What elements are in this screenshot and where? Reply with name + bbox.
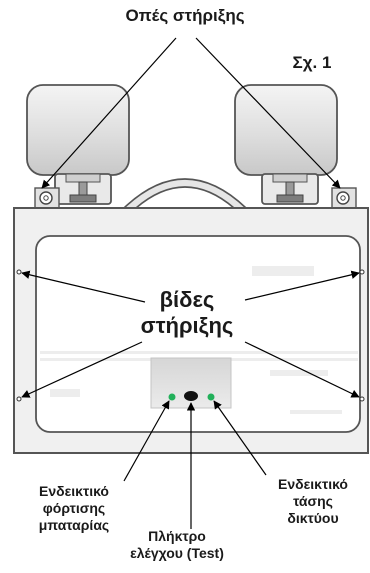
screw-point-top-left [16, 269, 22, 275]
leader-mains-led [213, 400, 267, 476]
mounting-screws-label: βίδες στήριξης [140, 287, 234, 338]
leader-screw-top-right [244, 270, 360, 301]
screw-point-bottom-right [359, 396, 365, 402]
screw-point-top-right [359, 269, 365, 275]
leader-screw-bottom-right [244, 341, 360, 398]
left-lamp-head [26, 84, 130, 209]
figure-number: Σχ. 1 [292, 53, 332, 72]
mounting-holes-label: Οπές στήριξης [125, 6, 245, 25]
leader-screw-bottom-left [21, 341, 143, 398]
mains-voltage-led [207, 393, 215, 401]
battery-charge-indicator-label: Ενδεικτικό φόρτισης μπαταρίας [38, 483, 110, 534]
right-lamp-head [234, 84, 357, 209]
mains-voltage-indicator-label: Ενδεικτικό τάσης δικτύου [278, 476, 348, 527]
leader-battery-led [123, 400, 170, 482]
carry-handle [121, 178, 249, 209]
leader-screw-top-left [21, 270, 146, 303]
leader-mount-hole-right [195, 37, 341, 189]
battery-charge-led [168, 393, 176, 401]
test-button-label: Πλήκτρο ελέγχου (Test) [130, 528, 224, 562]
front-panel [35, 235, 361, 433]
leader-mount-hole-left [41, 37, 177, 189]
test-button [184, 391, 198, 401]
screw-point-bottom-left [16, 396, 22, 402]
